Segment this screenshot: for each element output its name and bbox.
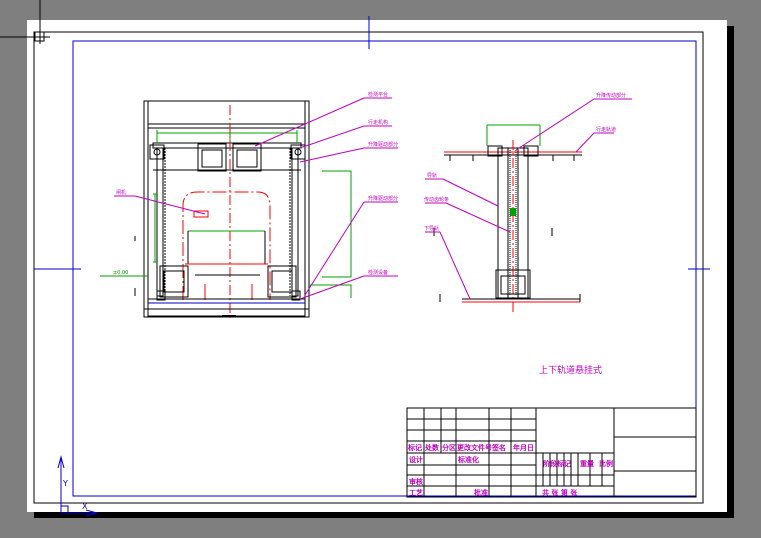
ucs-axis-icon: Y X bbox=[57, 455, 99, 517]
label-guide-rail: 导轨 bbox=[427, 172, 437, 179]
upper-carriage-right bbox=[232, 143, 262, 172]
right-view-section bbox=[433, 124, 582, 315]
upper-rail bbox=[152, 142, 302, 149]
left-view-leaders bbox=[114, 97, 398, 300]
label-inspection-platform: 检测平台 bbox=[368, 91, 388, 98]
tb-header-change-no: 更改文件号 bbox=[457, 443, 492, 452]
left-view-elevation: ±0.00 bbox=[100, 100, 352, 318]
tb-scale: 比例 bbox=[599, 459, 613, 468]
right-post bbox=[291, 147, 299, 297]
ground-elevation-label: ±0.00 bbox=[113, 270, 128, 276]
label-lift-transmission: 升降传动部分 bbox=[596, 92, 626, 99]
label-walking-rail: 行走轨道 bbox=[596, 126, 616, 133]
vehicle-outline bbox=[182, 191, 271, 300]
tb-check: 审核 bbox=[409, 477, 423, 486]
lower-carriage-left bbox=[159, 265, 189, 298]
right-view-leaders bbox=[425, 98, 632, 300]
tb-standardize: 标准化 bbox=[457, 455, 479, 464]
tb-weight: 重量 bbox=[580, 459, 594, 468]
tb-header-zone: 分区 bbox=[442, 443, 456, 452]
label-walking-mechanism: 行走机构 bbox=[368, 119, 388, 126]
tb-header-signature: 签名 bbox=[491, 443, 506, 452]
svg-text:Y: Y bbox=[62, 479, 68, 488]
centering-marks bbox=[34, 16, 710, 270]
svg-text:X: X bbox=[82, 502, 88, 511]
label-lift-drive-upper: 升降驱动部分 bbox=[368, 141, 398, 148]
ucs-crosshair-icon bbox=[0, 0, 50, 44]
title-block bbox=[406, 407, 697, 498]
tb-header-mark: 标记 bbox=[407, 443, 422, 452]
tb-header-date: 年月日 bbox=[513, 443, 534, 452]
tb-design: 设计 bbox=[409, 455, 423, 464]
upper-carriage-left bbox=[197, 143, 227, 172]
tb-stage-marks: 阶段标记 bbox=[543, 459, 571, 468]
label-inspection-equipment: 检测设备 bbox=[368, 269, 388, 276]
lower-carriage-right bbox=[267, 265, 297, 298]
view-title: 上下轨道悬挂式 bbox=[539, 364, 602, 376]
tb-header-count: 处数 bbox=[424, 443, 440, 452]
label-lower-rail: 下导轨 bbox=[424, 225, 439, 232]
label-gear-rack: 传动齿轮条 bbox=[424, 196, 449, 203]
label-lift-drive-lower: 升降驱动部分 bbox=[368, 195, 398, 202]
tb-process: 工艺 bbox=[409, 488, 423, 497]
label-gate: 闸机 bbox=[116, 189, 126, 196]
tb-approve: 批准 bbox=[474, 488, 488, 497]
tb-sheets: 共 张 第 张 bbox=[542, 488, 578, 497]
